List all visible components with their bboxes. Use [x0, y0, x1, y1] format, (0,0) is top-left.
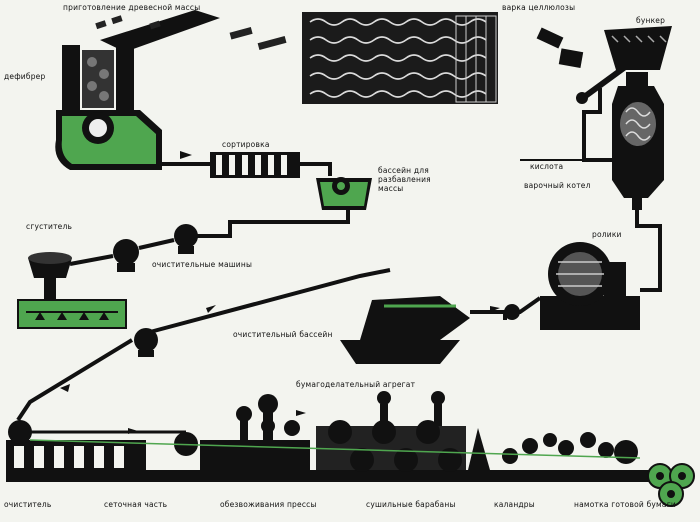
flow-arrow — [180, 151, 192, 159]
label-thickener: сгуститель — [26, 222, 73, 231]
thickener-unit — [17, 252, 127, 329]
defibrator-machine — [62, 45, 134, 115]
pipes-right — [520, 88, 662, 292]
paper-rolls — [647, 463, 695, 507]
cleaning-pump-2 — [113, 239, 139, 272]
label-cleaning-basin: очистительный бассейн — [233, 330, 333, 339]
flow-arrow — [296, 410, 306, 416]
label-paper-machine: бумагоделательный агрегат — [296, 380, 416, 389]
label-bunker: бункер — [636, 16, 666, 25]
label-pool-3: массы — [378, 184, 404, 193]
label-cooking-boiler: варочный котел — [524, 181, 591, 190]
label-pool-2: разбавления — [378, 175, 431, 184]
label-wood-prep: приготовление древесной массы — [63, 3, 201, 12]
flow-arrow — [60, 384, 70, 392]
pipes-upper — [162, 162, 350, 238]
roller-mill — [540, 242, 640, 330]
cleaning-basin — [340, 296, 470, 364]
pipes-mid — [69, 238, 175, 266]
label-cleaning-machines: очистительные машины — [152, 260, 253, 269]
label-acid: кислота — [530, 162, 564, 171]
sorting-unit — [210, 152, 300, 178]
label-drying-drums: сушильные барабаны — [366, 500, 456, 509]
cleaning-pump-1 — [174, 224, 198, 254]
pipes-to-cleaning-basin — [149, 268, 542, 334]
dilution-pool — [316, 177, 372, 210]
pump — [504, 304, 520, 320]
cleaning-pump-3 — [134, 328, 158, 357]
label-sorting: сортировка — [222, 140, 270, 149]
label-press-rolls: обезвоживания прессы — [220, 500, 317, 509]
bunker — [604, 26, 672, 70]
log-conveyor — [95, 10, 287, 52]
flow-arrow — [490, 306, 500, 312]
pipe-to-machine — [16, 338, 134, 422]
label-mesh-part: сеточная часть — [104, 500, 168, 509]
label-pool-1: бассейн для — [378, 166, 429, 175]
label-rollers: ролики — [592, 230, 622, 239]
label-cleaner: очиститель — [4, 500, 52, 509]
paper-machine — [6, 391, 692, 482]
label-cellulose-cooking: варка целлюлозы — [502, 3, 576, 12]
defibrator-tank — [55, 110, 162, 170]
flow-arrow — [206, 305, 216, 313]
label-winding: намотка готовой бумаги — [574, 500, 676, 509]
label-calenders: каландры — [494, 500, 535, 509]
cooking-boiler — [612, 72, 664, 210]
label-defibrator: дефибрер — [4, 72, 46, 81]
wood-chip-pile — [302, 12, 498, 104]
flow-arrow — [128, 428, 138, 434]
